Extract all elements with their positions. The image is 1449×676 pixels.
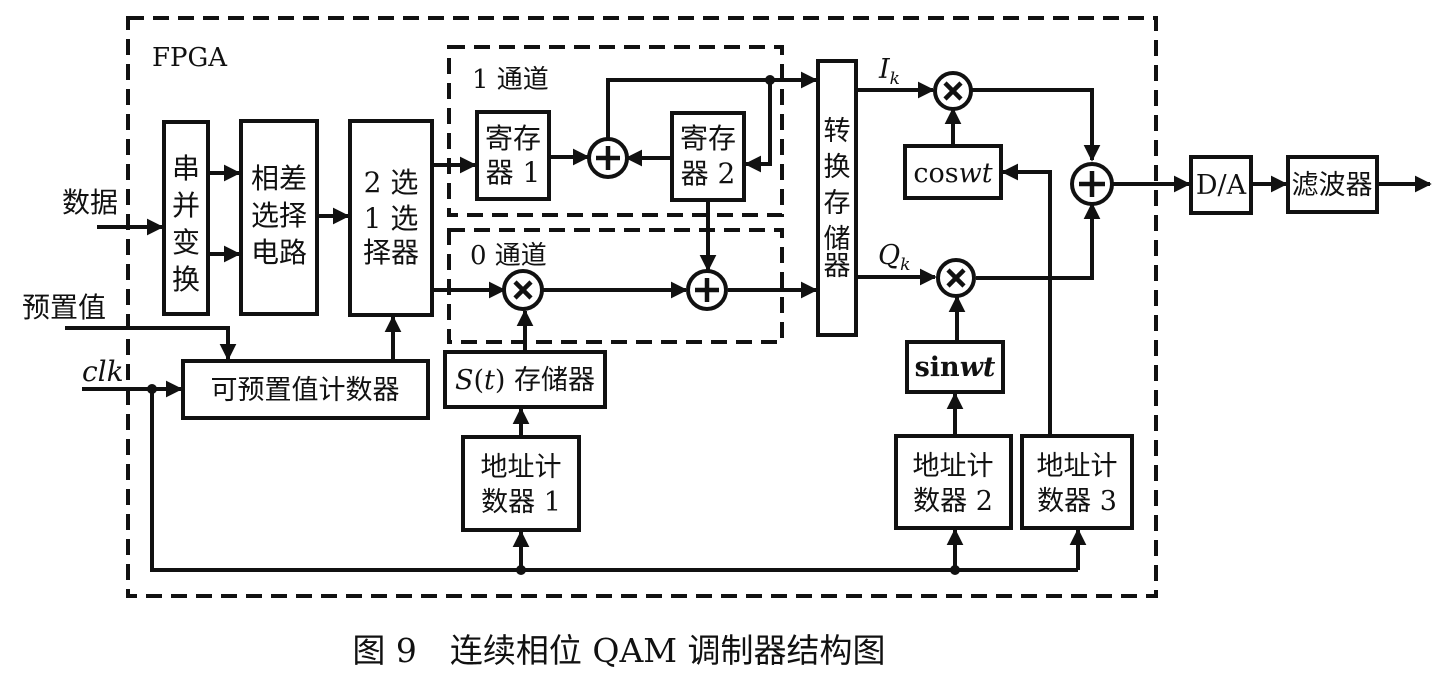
address-counter-3-block: 地址计 数器 3	[1020, 434, 1134, 530]
wire-multsin-to-adder	[976, 202, 1101, 280]
converter-memory-block: 转 换 存 储 器	[816, 59, 858, 337]
adder-final	[1070, 162, 1114, 206]
svg-text:转: 转	[824, 116, 851, 147]
adder-0	[686, 269, 728, 311]
svg-text:相差: 相差	[251, 162, 307, 195]
junction-dot	[516, 565, 526, 575]
junction-dot	[765, 75, 775, 85]
filter-block: 滤波器	[1286, 155, 1379, 214]
svg-text:S(t) 存储器: S(t) 存储器	[455, 365, 595, 396]
multiplier-sin	[936, 258, 976, 298]
sin-generator-block: sinwt	[905, 340, 1005, 394]
channel-1-label: 1 通道	[472, 65, 549, 95]
svg-text:电路: 电路	[251, 236, 307, 269]
svg-text:器: 器	[824, 251, 851, 282]
wire-preset-to-counter	[65, 326, 237, 361]
cos-generator-block: coswt	[903, 144, 1003, 200]
adder-1	[587, 137, 629, 179]
svg-text:地址计: 地址计	[481, 452, 562, 483]
svg-text:可预置值计数器: 可预置值计数器	[211, 375, 400, 406]
svg-text:择器: 择器	[363, 236, 419, 269]
multiplier-cos	[933, 71, 973, 111]
svg-text:寄存: 寄存	[485, 122, 541, 155]
svg-text:存: 存	[824, 188, 851, 219]
svg-text:器 1: 器 1	[486, 156, 541, 189]
channel-0-label: 0 通道	[470, 241, 547, 271]
qk-signal-label: Qk	[878, 240, 910, 275]
phase-select-block: 相差 选择 电路	[239, 119, 319, 316]
fpga-boundary	[126, 16, 1158, 598]
da-converter-block: D/A	[1189, 155, 1253, 215]
junction-dot	[950, 565, 960, 575]
wire-feedback-to-reg2	[744, 80, 772, 173]
wire-adder1-to-memory	[606, 71, 818, 138]
preset-counter-block: 可预置值计数器	[181, 359, 430, 420]
svg-text:寄存: 寄存	[680, 122, 736, 155]
clk-input-label: clk	[82, 355, 124, 388]
channel-0-boundary	[447, 228, 784, 344]
ik-signal-label: Ik	[878, 54, 900, 89]
serial-parallel-block: 串 并 变 换	[162, 120, 210, 316]
address-counter-2-block: 地址计 数器 2	[894, 434, 1013, 530]
fpga-label: FPGA	[152, 43, 228, 73]
svg-text:地址计: 地址计	[913, 451, 994, 482]
svg-text:2 选: 2 选	[364, 166, 419, 199]
svg-text:选择: 选择	[251, 199, 307, 232]
svg-text:coswt: coswt	[913, 158, 992, 189]
svg-text:滤波器: 滤波器	[1292, 170, 1373, 201]
svg-text:D/A: D/A	[1196, 170, 1247, 201]
register-2-block: 寄存 器 2	[670, 111, 746, 202]
figure-caption: 图 9 连续相位 QAM 调制器结构图	[352, 631, 885, 670]
wire-multcos-to-adder	[972, 88, 1101, 162]
svg-text:储: 储	[824, 224, 851, 255]
preset-input-label: 预置值	[22, 291, 106, 324]
address-counter-1-block: 地址计 数器 1	[461, 435, 581, 532]
data-input-label: 数据	[62, 186, 118, 219]
svg-text:变: 变	[172, 226, 200, 259]
svg-text:串: 串	[172, 152, 200, 185]
svg-text:换: 换	[172, 263, 200, 296]
register-1-block: 寄存 器 1	[475, 110, 551, 201]
svg-text:数器 2: 数器 2	[913, 486, 993, 517]
svg-text:数器 3: 数器 3	[1037, 486, 1117, 517]
svg-text:换: 换	[824, 152, 851, 183]
svg-text:并: 并	[172, 189, 200, 222]
st-memory-block: S(t) 存储器	[443, 350, 607, 409]
wire-clk-bus	[150, 389, 1078, 572]
svg-text:器 2: 器 2	[681, 157, 736, 190]
svg-text:地址计: 地址计	[1037, 451, 1118, 482]
multiplier-0	[502, 269, 544, 311]
svg-text:sinwt: sinwt	[915, 352, 996, 383]
svg-text:1 选: 1 选	[364, 202, 419, 235]
svg-text:数器 1: 数器 1	[481, 487, 561, 518]
mux-2to1-block: 2 选 1 选 择器	[348, 119, 434, 317]
wire-addr3-to-cos	[1001, 163, 1052, 436]
